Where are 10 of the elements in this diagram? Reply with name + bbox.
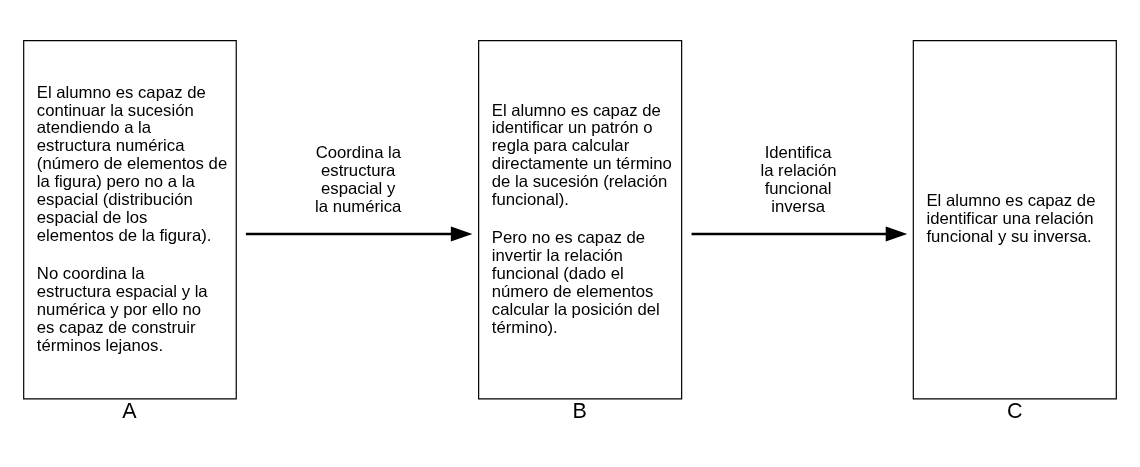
node-label: C	[1007, 398, 1023, 423]
node-label: B	[572, 398, 587, 423]
node-box: El alumno es capaz de identificar un patrón o regla para calcular directamente un término de la sucesión (relación funcional). Pero no es capaz de invertir la relación funcional (dado el número de elementos calcular la posición del término).	[478, 39, 683, 399]
arrow	[691, 225, 908, 242]
node-box: El alumno es capaz de identificar una relación funcional y su inversa.	[912, 39, 1117, 399]
edge-label: Coordina la estructura espacial y la numérica	[315, 142, 402, 216]
node-box: El alumno es capaz de continuar la sucesión atendiendo a la estructura numérica (número de elementos de la figura) pero no a la espacial (distribución espacial de los elementos de la figura). No coordina la estructura espacial y la numérica y por ello no es capaz de construir términos lejanos.	[23, 39, 237, 399]
node-label: A	[122, 398, 137, 423]
arrow	[245, 225, 473, 242]
edge-label: Identifica la relación funcional inversa	[760, 142, 837, 216]
